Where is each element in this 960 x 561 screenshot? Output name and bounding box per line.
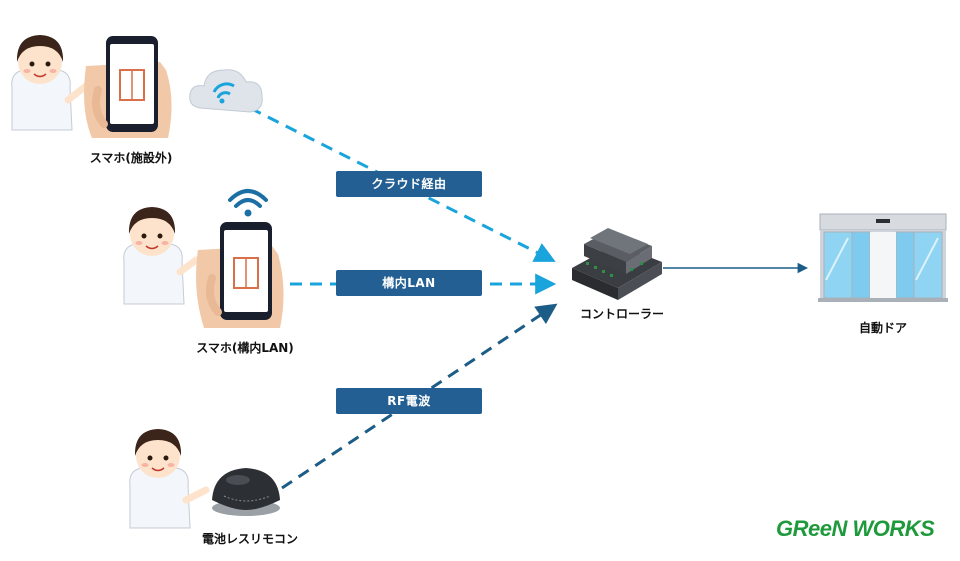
nurse-illustration-middle <box>123 207 200 305</box>
batteryless-remote-illustration <box>212 468 280 516</box>
wifi-icon <box>228 189 268 217</box>
nurse-illustration-top <box>11 35 90 131</box>
nurse-illustration-bottom <box>129 429 210 529</box>
automatic-door-illustration <box>818 213 948 302</box>
label-phone-outside: スマホ(施設外) <box>89 151 173 165</box>
label-remote: 電池レスリモコン <box>201 532 299 546</box>
connection-label-cloud: クラウド経由 <box>336 171 482 197</box>
smartphone-lan-illustration <box>196 222 284 328</box>
connection-label-lan: 構内LAN <box>336 270 482 296</box>
connection-label-rf: RF電波 <box>336 388 482 414</box>
smartphone-outside-illustration <box>84 36 172 138</box>
controller-illustration <box>572 228 662 300</box>
cloud-icon <box>189 69 263 113</box>
green-works-logo: GReeN WORKS <box>776 516 935 541</box>
label-phone-lan: スマホ(構内LAN) <box>196 341 294 355</box>
label-door: 自動ドア <box>858 321 908 335</box>
label-controller: コントローラー <box>579 307 665 321</box>
